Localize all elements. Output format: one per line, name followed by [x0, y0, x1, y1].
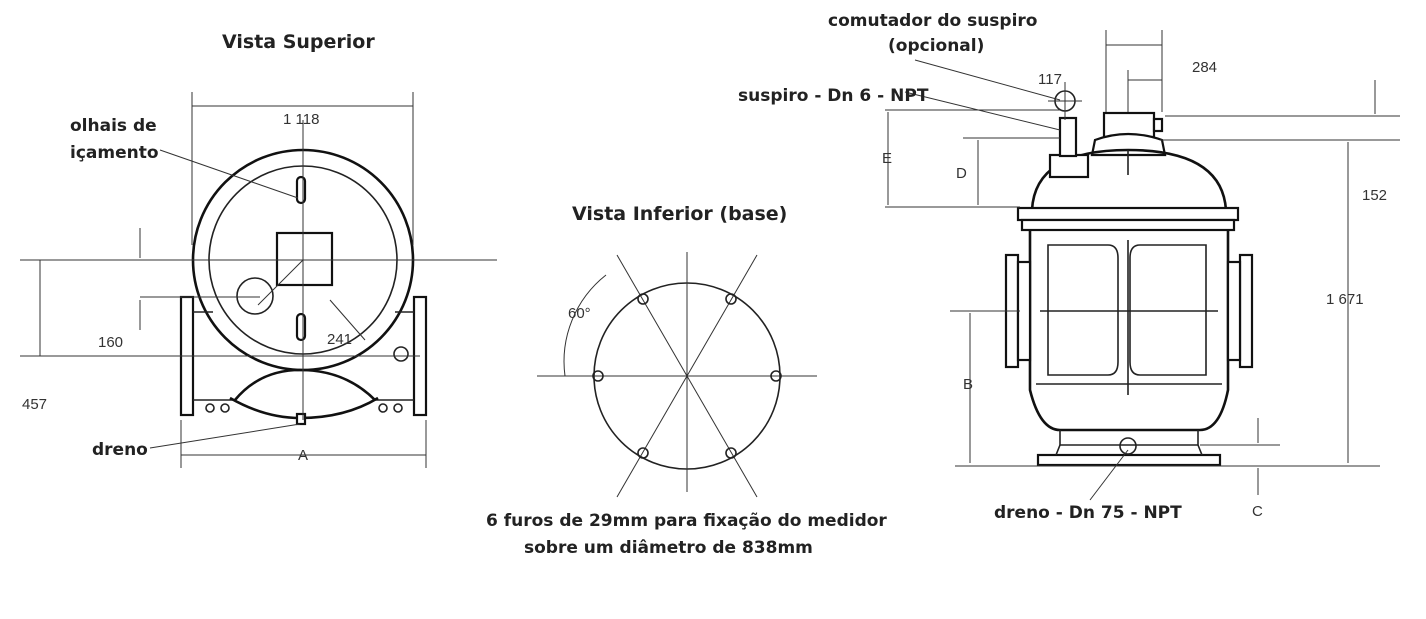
dim-angle: 60°: [568, 305, 591, 322]
dim-E: E: [882, 150, 892, 167]
vent-switch-label-2: (opcional): [888, 36, 984, 56]
drain-right-label: dreno - Dn 75 - NPT: [994, 503, 1182, 523]
holes-label-2: sobre um diâmetro de 838mm: [524, 538, 813, 558]
dim-241: 241: [327, 331, 352, 348]
dim-160: 160: [98, 334, 123, 351]
dim-B: B: [963, 376, 973, 393]
top-view-title: Vista Superior: [222, 31, 375, 53]
dim-A: A: [298, 447, 308, 464]
bottom-view-title: Vista Inferior (base): [572, 203, 787, 225]
side-view: [885, 30, 1400, 501]
top-view: [20, 92, 497, 468]
lifting-eyes-label-1: olhais de: [70, 116, 157, 136]
dim-284: 284: [1192, 59, 1217, 76]
dim-117: 117: [1038, 71, 1062, 88]
dim-152: 152: [1362, 187, 1387, 204]
vent-switch-label-1: comutador do suspiro: [828, 11, 1038, 31]
dim-457: 457: [22, 396, 47, 413]
drain-left-label: dreno: [92, 440, 148, 460]
vent-label: suspiro - Dn 6 - NPT: [738, 86, 929, 106]
dim-D: D: [956, 165, 967, 182]
dim-1118: 1 118: [283, 111, 319, 128]
holes-label-1: 6 furos de 29mm para fixação do medidor: [486, 511, 887, 531]
lifting-eyes-label-2: içamento: [70, 143, 159, 163]
dim-C: C: [1252, 503, 1263, 520]
dim-1671: 1 671: [1326, 291, 1364, 308]
bottom-view: [537, 252, 817, 498]
